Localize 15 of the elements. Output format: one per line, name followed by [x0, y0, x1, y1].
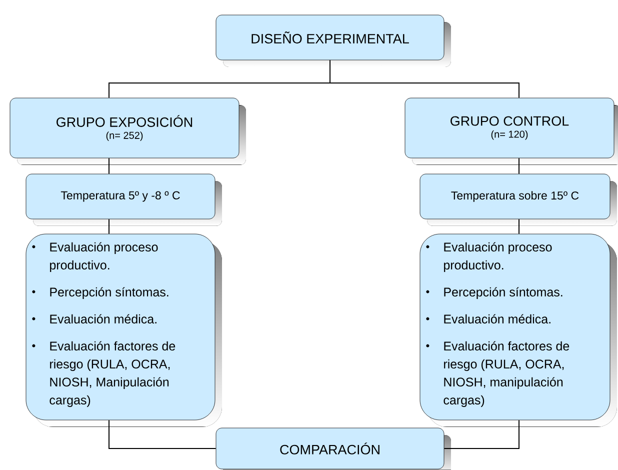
process-box: COMPARACIÓN — [216, 428, 451, 470]
condition-box: Temperatura sobre 15º C — [420, 174, 617, 226]
connector-line — [518, 158, 520, 174]
condition-box: Temperatura 5º y -8 º C — [26, 174, 222, 226]
connector-line — [108, 158, 110, 174]
connector-line — [108, 420, 216, 449]
group-box: GRUPO CONTROL (n= 120) — [404, 98, 618, 165]
task-list-box: Evaluación proceso productivo. Percepción síntomas. Evaluación médica. Evaluación factores de riesgo (RULA, OCRA, NIOSH, Manipulación cargas) — [26, 234, 222, 427]
connector-line — [518, 218, 520, 234]
process-box: DISEÑO EXPERIMENTAL — [216, 14, 451, 67]
connector-line — [108, 218, 110, 234]
group-box: GRUPO EXPOSICIÓN (n= 252) — [10, 98, 246, 165]
task-list-box: Evaluación proceso productivo. Percepción síntomas. Evaluación médica. Evaluación factores de riesgo (RULA, OCRA, NIOSH, manipulación cargas) — [420, 234, 617, 427]
connector-line — [444, 420, 520, 449]
connector-line — [330, 60, 520, 98]
